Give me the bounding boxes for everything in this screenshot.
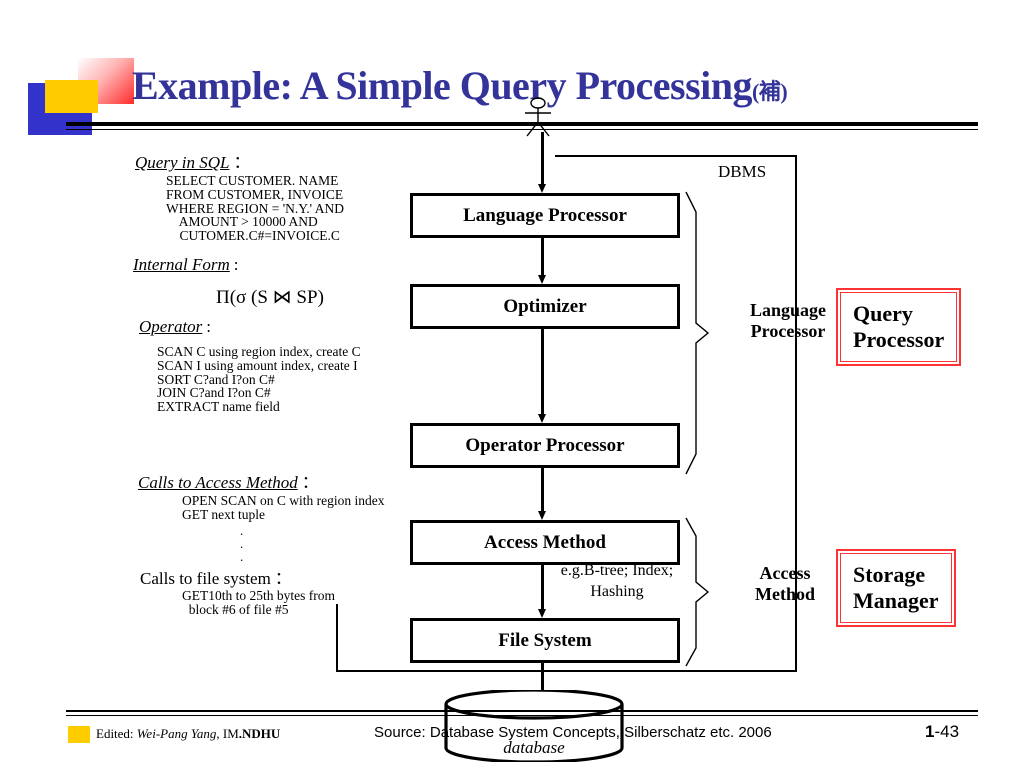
footer-editor-name: Wei-Pang Yang bbox=[136, 726, 217, 741]
cfs-heading-text: Calls to file system bbox=[140, 569, 271, 588]
callout-storage-manager-label: Storage Manager bbox=[840, 553, 952, 623]
flow-box-file-system[interactable]: File System bbox=[410, 618, 680, 663]
callout-query-processor-label: Query Processor bbox=[840, 292, 958, 362]
page-title-suffix: (補) bbox=[752, 79, 788, 104]
dbms-boundary-right bbox=[795, 155, 797, 672]
internal-form-heading-text: Internal Form bbox=[133, 255, 230, 274]
calls-to-file-system-text: GET10th to 25th bytes from block #6 of f… bbox=[182, 588, 335, 617]
calls-to-access-method-heading: Calls to Access Method： bbox=[138, 468, 319, 493]
arrow-optimizer-to-operator-processor bbox=[538, 323, 546, 423]
footer-rule-thin bbox=[66, 715, 978, 716]
callout-query-processor[interactable]: Query Processor bbox=[836, 288, 962, 366]
logo-yellow-square bbox=[45, 80, 98, 113]
operator-steps-text: SCAN C using region index, create C SCAN… bbox=[157, 344, 361, 415]
flow-box-optimizer[interactable]: Optimizer bbox=[410, 284, 680, 329]
edge-note-btree-index-hashing: e.g.B-tree; Index; Hashing bbox=[560, 562, 674, 600]
flow-box-operator-processor[interactable]: Operator Processor bbox=[410, 423, 680, 468]
page-title: Example: A Simple Query Processing(補) bbox=[132, 62, 992, 109]
dbms-boundary-left bbox=[336, 604, 338, 671]
arrow-access-method-to-file-system bbox=[538, 559, 546, 618]
footer-edited-suffix: , IM bbox=[216, 726, 239, 741]
flow-box-label: Access Method bbox=[484, 531, 606, 553]
sql-heading-colon: ： bbox=[233, 153, 251, 172]
operator-section-heading: Operator: bbox=[139, 317, 211, 337]
flow-box-label: File System bbox=[498, 629, 592, 651]
title-rule-thick bbox=[66, 122, 978, 126]
calls-to-file-system-heading: Calls to file system： bbox=[140, 564, 292, 589]
arrow-language-processor-to-optimizer bbox=[538, 232, 546, 284]
footer-source-citation: Source: Database System Concepts, Silber… bbox=[374, 724, 772, 741]
database-label: database bbox=[503, 738, 565, 757]
arrow-operator-processor-to-access-method bbox=[538, 462, 546, 520]
dbms-boundary-top bbox=[555, 155, 797, 157]
cfs-heading-colon: ： bbox=[274, 569, 292, 588]
flow-box-access-method[interactable]: Access Method bbox=[410, 520, 680, 565]
dbms-label: DBMS bbox=[718, 162, 767, 181]
user-stick-figure-icon bbox=[525, 97, 551, 137]
sql-section-heading: Query in SQL： bbox=[135, 148, 250, 173]
footer-slide-number: -43 bbox=[934, 722, 960, 741]
footer-page-number: 1-43 bbox=[925, 722, 959, 742]
flow-box-label: Optimizer bbox=[503, 295, 587, 317]
footer-chapter-number: 1 bbox=[925, 722, 935, 741]
footer-rule-thick bbox=[66, 710, 978, 712]
vertical-ellipsis: . . . bbox=[240, 523, 244, 564]
flow-box-label: Language Processor bbox=[463, 204, 627, 226]
internal-form-heading: Internal Form: bbox=[133, 255, 239, 275]
cam-heading-colon: ： bbox=[301, 473, 319, 492]
title-rule-thin bbox=[66, 129, 978, 130]
internal-form-colon: : bbox=[233, 255, 239, 274]
brace-label-language-processor: Language Processor bbox=[749, 300, 827, 341]
calls-to-access-method-text: OPEN SCAN on C with region index GET nex… bbox=[182, 493, 385, 522]
footer-edited-institution: .NDHU bbox=[238, 726, 281, 741]
brace-language-processor bbox=[685, 191, 710, 475]
operator-heading-colon: : bbox=[206, 317, 212, 336]
sql-heading-text: Query in SQL bbox=[135, 153, 230, 172]
flow-box-label: Operator Processor bbox=[465, 434, 625, 456]
relational-algebra-formula: Π(σ (S ⋈ SP) bbox=[216, 287, 324, 308]
footer-editor-credit: Edited: Wei-Pang Yang, IM.NDHU bbox=[96, 726, 280, 742]
footer-edited-prefix: Edited: bbox=[96, 726, 137, 741]
flow-box-language-processor[interactable]: Language Processor bbox=[410, 193, 680, 238]
brace-label-access-method: Access Method bbox=[755, 563, 815, 604]
operator-heading-text: Operator bbox=[139, 317, 203, 336]
arrow-user-to-language-processor bbox=[538, 132, 546, 193]
callout-storage-manager[interactable]: Storage Manager bbox=[836, 549, 956, 627]
footer-yellow-square bbox=[68, 726, 90, 743]
page-title-main: Example: A Simple Query Processing bbox=[132, 63, 753, 108]
cam-heading-text: Calls to Access Method bbox=[138, 473, 298, 492]
dbms-boundary-bottom bbox=[336, 670, 796, 672]
brace-access-method bbox=[685, 517, 710, 667]
sql-query-text: SELECT CUSTOMER. NAME FROM CUSTOMER, INV… bbox=[166, 173, 344, 244]
